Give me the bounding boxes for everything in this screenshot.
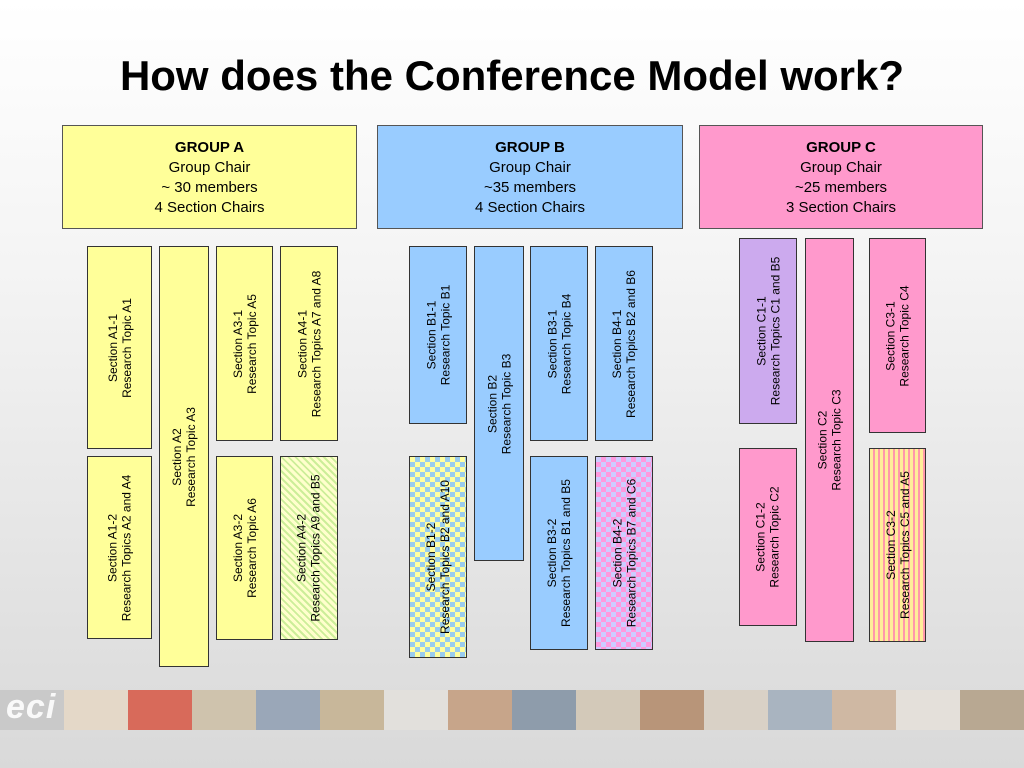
topic-label: Research Topic A3 [184, 406, 198, 507]
section-label: Section B3-1 [545, 309, 559, 378]
section-label: Section B1-1 [424, 300, 438, 370]
group-c-name: GROUP C [806, 139, 876, 156]
section-label: Section A1-1 [105, 313, 120, 382]
topic-label: Research Topics B2 and A10 [438, 480, 453, 634]
topic-label: Research Topic A6 [244, 498, 259, 598]
group-b-members: ~35 members [483, 179, 577, 196]
topic-label: Research Topic C3 [829, 389, 844, 491]
section-label: Section A2 [170, 427, 184, 486]
topic-label: Research Topic C4 [897, 284, 912, 387]
section-label: Section B2 [485, 374, 499, 433]
footer-tile [704, 690, 768, 730]
section-label: Section C3-2 [883, 510, 898, 580]
footer-tile [640, 690, 704, 730]
group-a-name: GROUP A [174, 139, 245, 156]
topic-label: Research Topics B2 and B6 [624, 269, 638, 418]
section-label: Section A3-1 [230, 309, 245, 378]
group-a-chair: Group Chair [168, 159, 251, 176]
group-c-box: GROUP C Group Chair ~25 members 3 Sectio… [699, 125, 983, 229]
section-label: Section B3-2 [545, 518, 559, 588]
topic-label: Research Topics B7 and C6 [624, 478, 638, 628]
group-a-sections: 4 Section Chairs [154, 199, 265, 216]
section-label: Section B1-2 [424, 522, 439, 592]
section-label: Section C2 [815, 410, 830, 470]
section-label: Section B4-2 [610, 518, 624, 588]
group-b-chair: Group Chair [489, 159, 571, 176]
footer-tile [256, 690, 320, 730]
topic-label: Research Topics A9 and B5 [309, 474, 323, 622]
footer-tile [576, 690, 640, 730]
topic-label: Research Topic A5 [244, 293, 259, 394]
section-label: Section A4-2 [295, 513, 309, 583]
group-a-box: GROUP A Group Chair ~ 30 members 4 Secti… [62, 125, 357, 229]
group-c-chair: Group Chair [800, 159, 882, 176]
logo: eci [6, 688, 57, 726]
footer-tile [448, 690, 512, 730]
footer-tile [128, 690, 192, 730]
topic-label: Research Topic C2 [768, 486, 783, 588]
footer-tile [512, 690, 576, 730]
topic-label: Research Topic B3 [499, 353, 513, 454]
topic-label: Research Topics A2 and A4 [119, 474, 134, 621]
section-label: Section A1-2 [105, 513, 120, 582]
footer-tile [896, 690, 960, 730]
group-b-sections: 4 Section Chairs [474, 199, 586, 216]
group-a-members: ~ 30 members [161, 179, 258, 196]
topic-label: Research Topic A1 [119, 297, 134, 398]
footer-tile [64, 690, 128, 730]
footer-tile [0, 690, 64, 730]
group-b-box: GROUP B Group Chair ~35 members 4 Sectio… [377, 125, 683, 229]
topic-label: Research Topics C1 and B5 [768, 256, 782, 406]
section-label: Section A4-1 [295, 309, 310, 378]
footer-tile [192, 690, 256, 730]
footer-tile [384, 690, 448, 730]
group-b-name: GROUP B [495, 139, 565, 156]
group-c-members: ~25 members [794, 179, 888, 196]
footer-tile [832, 690, 896, 730]
section-label: Section A3-2 [230, 513, 245, 583]
section-label: Section B4-1 [610, 309, 624, 378]
topic-label: Research Topics C5 and A5 [897, 471, 912, 619]
section-label: Section C1-2 [754, 502, 769, 572]
topic-label: Research Topics A7 and A8 [309, 270, 324, 417]
slide-title: How does the Conference Model work? [119, 52, 905, 99]
footer-image-strip [0, 690, 1024, 730]
footer-tile [960, 690, 1024, 730]
topic-label: Research Topic B4 [559, 293, 573, 394]
section-label: Section C3-1 [883, 300, 898, 371]
footer-tile [320, 690, 384, 730]
footer-tile [768, 690, 832, 730]
section-label: Section C1-1 [754, 296, 768, 366]
group-c-sections: 3 Section Chairs [785, 199, 897, 216]
topic-label: Research Topic B1 [438, 284, 452, 386]
topic-label: Research Topics B1 and B5 [559, 479, 573, 627]
